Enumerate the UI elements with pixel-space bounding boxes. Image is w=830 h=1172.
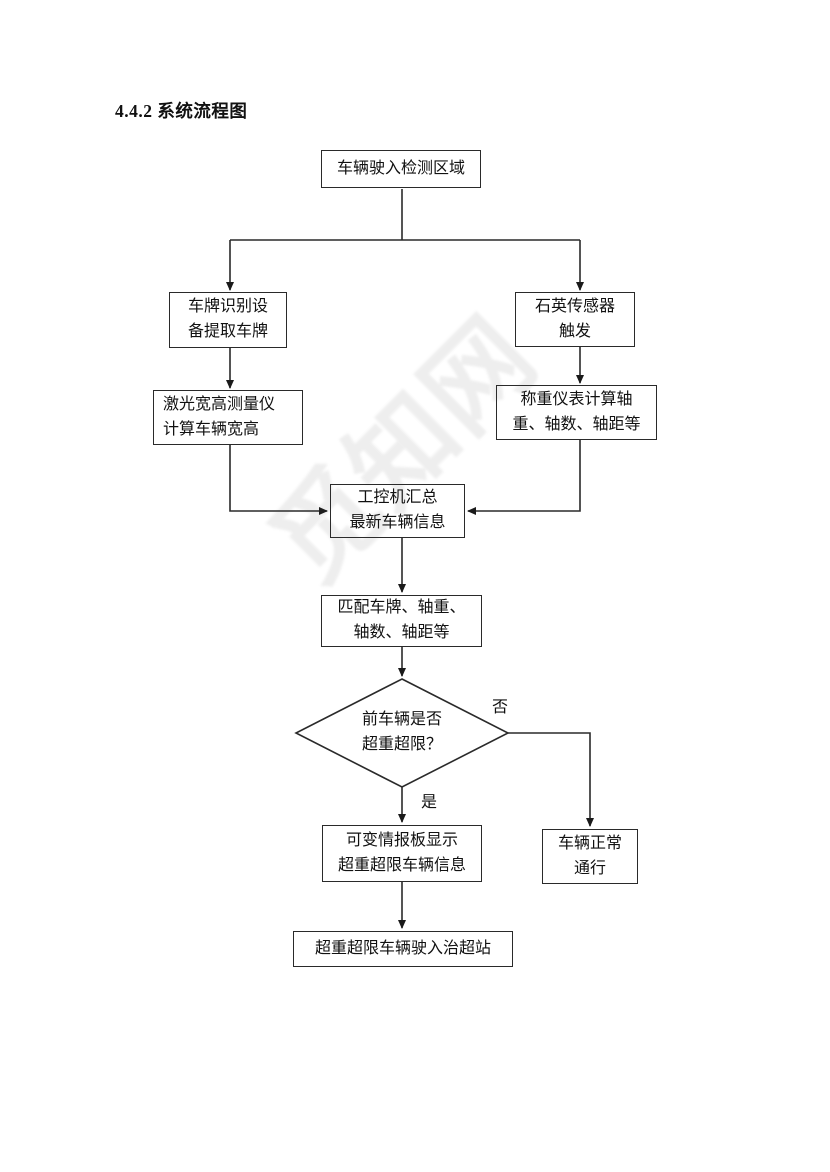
decision-yes-label: 是 <box>421 794 438 811</box>
flow-node-match-data: 匹配车牌、轴重、 轴数、轴距等 <box>321 595 482 647</box>
flow-node-decision-overweight: 前车辆是否 超重超限？ <box>361 711 442 753</box>
connector-weigh-ipc <box>467 440 581 515</box>
flow-node-vehicle-enters: 车辆驶入检测区域 <box>321 150 481 188</box>
flow-node-industrial-computer: 工控机汇总 最新车辆信息 <box>330 484 465 538</box>
connector-decision-normal <box>508 732 594 827</box>
flow-node-quartz-sensor: 石英传感器 触发 <box>515 292 635 347</box>
flow-node-enter-station: 超重超限车辆驶入治超站 <box>293 931 513 967</box>
flow-node-plate-recognition: 车牌识别设 备提取车牌 <box>169 292 287 348</box>
flow-node-normal-pass: 车辆正常 通行 <box>542 829 638 884</box>
connector-laser-ipc <box>229 445 328 515</box>
flow-node-weighing-meter: 称重仪表计算轴 重、轴数、轴距等 <box>496 385 657 440</box>
decision-diamond <box>294 678 510 788</box>
flow-node-vms-display: 可变情报板显示 超重超限车辆信息 <box>322 825 482 882</box>
decision-no-label: 否 <box>492 699 509 716</box>
flow-node-laser-measure: 激光宽高测量仪 计算车辆宽高 <box>153 390 303 445</box>
section-heading: 4.4.2 系统流程图 <box>115 101 248 121</box>
